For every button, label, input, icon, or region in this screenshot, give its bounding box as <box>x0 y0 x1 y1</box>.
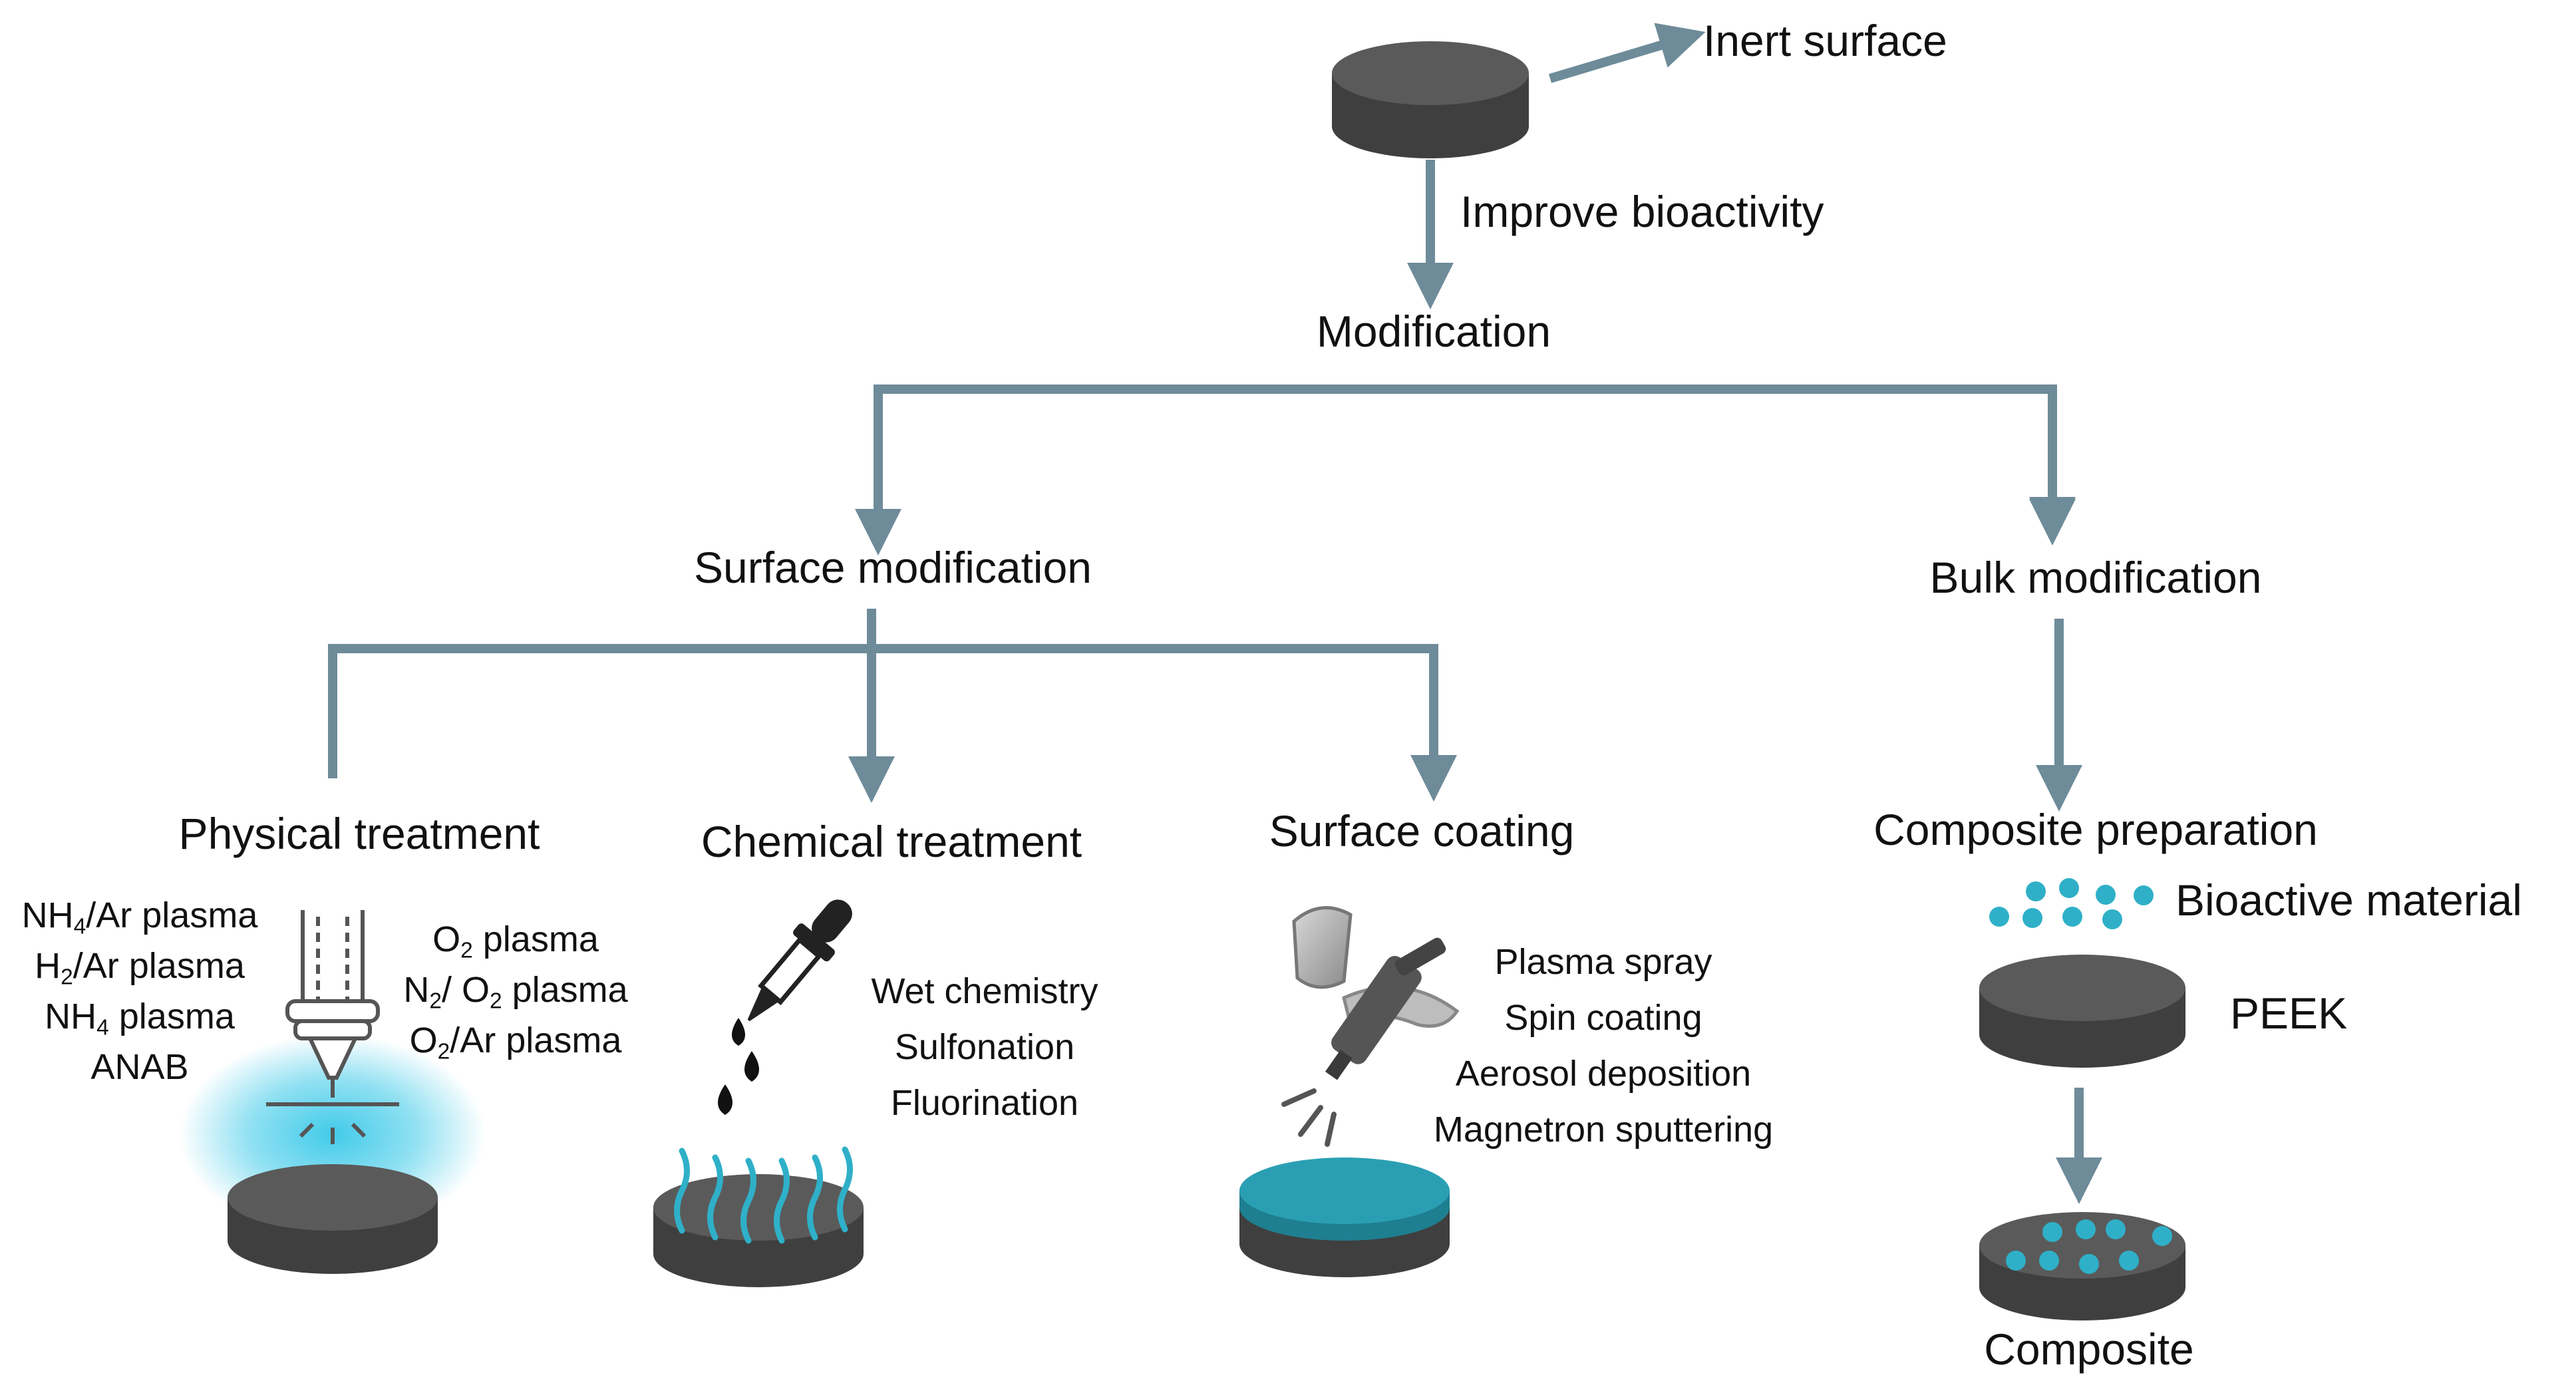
modification-branch <box>874 385 2076 543</box>
surface-branch <box>328 644 1457 802</box>
o2-ar-plasma: O2/Ar plasma <box>409 1020 622 1064</box>
spray-gun-icon <box>1281 906 1460 1147</box>
surface-coating-label: Surface coating <box>1269 806 1575 855</box>
n2-o2-plasma: N2/ O2 plasma <box>403 970 628 1014</box>
anab: ANAB <box>90 1047 189 1087</box>
inert-surface-label: Inert surface <box>1703 16 1947 65</box>
physical-right-list: O2 plasma N2/ O2 plasma O2/Ar plasma <box>389 914 642 1066</box>
coating-method: Spin coating <box>1504 998 1702 1038</box>
bulk-modification-label: Bulk modification <box>1929 553 2262 602</box>
coating-method: Aerosol deposition <box>1455 1054 1752 1094</box>
chemical-waves <box>674 1146 853 1244</box>
coated-disk <box>1239 1158 1450 1277</box>
chemical-methods-list: Wet chemistry Sulfonation Fluorination <box>845 963 1124 1131</box>
composite-label: Composite <box>1984 1324 2194 1374</box>
coating-methods-list: Plasma spray Spin coating Aerosol deposi… <box>1397 934 1810 1158</box>
chemical-method: Fluorination <box>890 1083 1079 1123</box>
improve-bioactivity-label: Improve bioactivity <box>1460 187 1824 236</box>
top-peek-disk <box>1332 41 1529 158</box>
coating-method: Magnetron sputtering <box>1433 1110 1774 1150</box>
coating-method: Plasma spray <box>1494 942 1712 982</box>
composite-preparation-label: Composite preparation <box>1873 805 2318 854</box>
modification-label: Modification <box>1316 307 1551 356</box>
dropper-icon <box>747 899 852 1022</box>
chemical-treatment-label: Chemical treatment <box>701 817 1082 866</box>
composite-disk <box>1979 1212 2185 1320</box>
physical-disk <box>228 1164 438 1274</box>
drops-icon <box>718 1018 759 1115</box>
arrow-to-inert-surface <box>1548 23 1706 83</box>
nh4-ar-plasma: NH4/Ar plasma <box>21 895 258 939</box>
peek-label: PEEK <box>2230 989 2348 1038</box>
chemical-method: Wet chemistry <box>871 971 1098 1011</box>
bioactive-particles <box>1989 878 2154 929</box>
physical-treatment-label: Physical treatment <box>178 809 540 858</box>
bioactive-material-label: Bioactive material <box>2175 875 2522 925</box>
chemical-method: Sulfonation <box>894 1027 1075 1067</box>
peek-disk <box>1979 955 2185 1068</box>
h2-ar-plasma: H2/Ar plasma <box>35 946 245 990</box>
physical-left-list: NH4/Ar plasma H2/Ar plasma NH4 plasma AN… <box>13 890 266 1092</box>
surface-modification-label: Surface modification <box>694 543 1092 592</box>
nh4-plasma: NH4 plasma <box>45 997 235 1040</box>
o2-plasma: O2 plasma <box>432 919 599 963</box>
plasma-nozzle-icon <box>266 910 399 1144</box>
connector-lines <box>328 23 2102 1204</box>
